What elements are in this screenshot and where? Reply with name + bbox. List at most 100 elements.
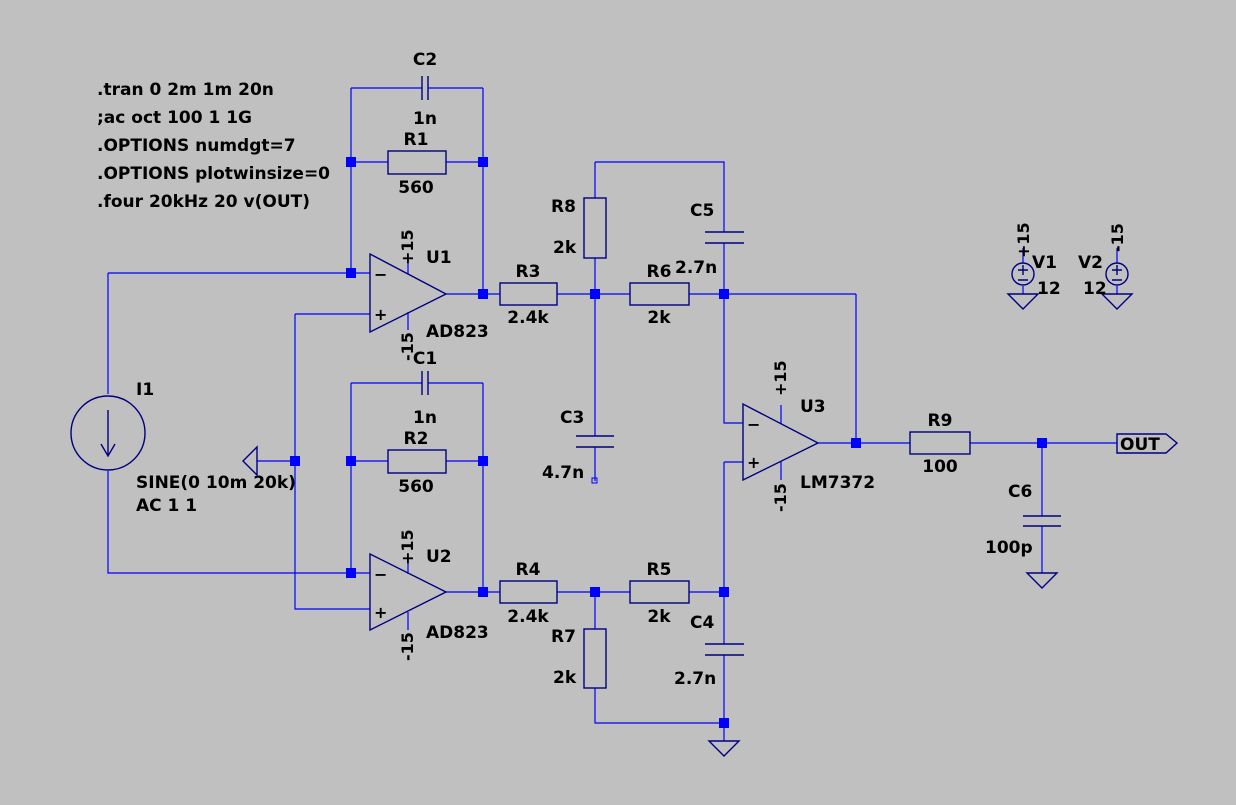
resistor-r1[interactable]: R1 560 bbox=[387, 130, 447, 198]
opamp-u2-symbol bbox=[369, 552, 448, 632]
junction bbox=[478, 289, 488, 299]
u2-model: AD823 bbox=[426, 623, 489, 643]
u3-name: U3 bbox=[800, 397, 826, 417]
u2-plus-pin: + bbox=[374, 603, 387, 622]
resistor-r5[interactable]: R5 2k bbox=[629, 560, 690, 627]
u1-minus-pin: − bbox=[374, 265, 387, 284]
ground-icon bbox=[242, 445, 258, 477]
resistor-r4-symbol bbox=[499, 580, 558, 604]
capacitor-c3[interactable]: C3 4.7n bbox=[542, 408, 614, 484]
r6-value: 2k bbox=[647, 308, 671, 328]
c3-value: 4.7n bbox=[542, 463, 584, 483]
junction bbox=[290, 456, 300, 466]
i1-value-sine: SINE(0 10m 20k) bbox=[136, 473, 296, 493]
c2-value: 1n bbox=[413, 109, 437, 129]
directive-tran[interactable]: .tran 0 2m 1m 20n bbox=[97, 80, 274, 100]
capacitor-c6[interactable]: C6 100p bbox=[985, 482, 1061, 558]
directive-four[interactable]: .four 20kHz 20 v(OUT) bbox=[97, 192, 310, 212]
wire-u3-minus[interactable] bbox=[723, 294, 743, 424]
r5-value: 2k bbox=[647, 607, 671, 627]
v2-value: 12 bbox=[1083, 279, 1107, 299]
wire-u3-plus-c4[interactable] bbox=[723, 461, 743, 741]
junction bbox=[346, 157, 356, 167]
grounds bbox=[242, 293, 1134, 757]
v1-name: V1 bbox=[1032, 253, 1057, 273]
resistor-r4[interactable]: R4 2.4k bbox=[499, 560, 558, 627]
resistor-r5-symbol bbox=[629, 580, 690, 604]
spice-directives: .tran 0 2m 1m 20n ;ac oct 100 1 1G .OPTI… bbox=[97, 80, 330, 212]
v2-name: V2 bbox=[1078, 253, 1103, 273]
resistor-r7[interactable]: R7 2k bbox=[551, 627, 607, 689]
resistor-r6[interactable]: R6 2k bbox=[629, 262, 690, 328]
c2-name: C2 bbox=[413, 50, 437, 70]
resistor-r8[interactable]: R8 2k bbox=[551, 197, 607, 259]
junction bbox=[346, 456, 356, 466]
capacitor-c4[interactable]: C4 2.7n bbox=[674, 613, 744, 689]
junction bbox=[590, 289, 600, 299]
r8-value: 2k bbox=[553, 238, 577, 258]
r6-name: R6 bbox=[647, 262, 672, 282]
c1-name: C1 bbox=[413, 349, 437, 369]
directive-options-numdgt[interactable]: .OPTIONS numdgt=7 bbox=[97, 136, 296, 156]
capacitor-c6-symbol bbox=[1023, 515, 1061, 527]
capacitor-c1[interactable]: C1 1n bbox=[413, 349, 437, 428]
voltage-source-v2[interactable]: -15 V2 12 bbox=[1078, 223, 1129, 299]
opamp-u3[interactable]: − + +15 -15 U3 LM7372 bbox=[742, 360, 875, 512]
r3-value: 2.4k bbox=[507, 308, 549, 328]
u1-vpos: +15 bbox=[398, 229, 417, 265]
net-label-out[interactable]: OUT bbox=[1116, 433, 1179, 455]
capacitor-c5-symbol bbox=[705, 231, 744, 244]
junction bbox=[346, 268, 356, 278]
junction bbox=[1037, 438, 1047, 448]
r2-name: R2 bbox=[404, 429, 429, 449]
u2-vneg: -15 bbox=[398, 632, 417, 661]
u1-name: U1 bbox=[426, 248, 452, 268]
junction bbox=[478, 456, 488, 466]
current-source-i1[interactable]: I1 SINE(0 10m 20k) AC 1 1 bbox=[70, 380, 296, 516]
junction bbox=[478, 157, 488, 167]
v1-net: +15 bbox=[1014, 222, 1033, 258]
voltage-source-v1[interactable]: +15 V1 12 bbox=[1011, 222, 1061, 299]
u2-minus-pin: − bbox=[374, 565, 387, 584]
u3-vneg: -15 bbox=[771, 483, 790, 512]
resistor-r9[interactable]: R9 100 bbox=[909, 411, 971, 477]
junction bbox=[851, 438, 861, 448]
wire-i1-top[interactable] bbox=[107, 272, 351, 394]
wire-r8-c5[interactable] bbox=[595, 161, 725, 294]
c6-value: 100p bbox=[985, 538, 1033, 558]
junction bbox=[719, 587, 729, 597]
capacitor-c4-symbol bbox=[705, 643, 744, 656]
junction bbox=[346, 568, 356, 578]
polarity-icon bbox=[1112, 265, 1122, 281]
v1-value: 12 bbox=[1037, 279, 1061, 299]
capacitor-c5[interactable]: C5 2.7n bbox=[675, 201, 744, 278]
wire-i1-bottom[interactable] bbox=[107, 471, 351, 574]
u2-name: U2 bbox=[426, 547, 452, 567]
c6-name: C6 bbox=[1008, 482, 1032, 502]
u3-minus-pin: − bbox=[747, 415, 760, 434]
u3-vpos: +15 bbox=[771, 360, 790, 396]
c3-name: C3 bbox=[560, 408, 584, 428]
resistor-r2[interactable]: R2 560 bbox=[387, 429, 447, 497]
r4-value: 2.4k bbox=[507, 607, 549, 627]
out-label: OUT bbox=[1120, 435, 1160, 455]
capacitor-c2-symbol bbox=[421, 76, 429, 100]
wire-plus-inputs[interactable] bbox=[294, 313, 370, 610]
resistor-r8-symbol bbox=[583, 197, 607, 259]
resistor-r3[interactable]: R3 2.4k bbox=[499, 262, 558, 328]
directive-options-plotwinsize[interactable]: .OPTIONS plotwinsize=0 bbox=[97, 164, 330, 184]
resistor-r7-symbol bbox=[583, 628, 607, 689]
resistor-r2-symbol bbox=[387, 449, 447, 474]
capacitor-c3-symbol bbox=[576, 435, 614, 448]
u1-plus-pin: + bbox=[374, 305, 387, 324]
opamp-u2[interactable]: − + +15 -15 U2 AD823 bbox=[369, 529, 489, 661]
opamp-u1[interactable]: − + +15 -15 U1 AD823 bbox=[369, 229, 489, 361]
resistor-r3-symbol bbox=[499, 282, 558, 306]
directive-ac[interactable]: ;ac oct 100 1 1G bbox=[97, 108, 252, 128]
wire-r7[interactable] bbox=[594, 592, 724, 724]
junction bbox=[478, 587, 488, 597]
r2-value: 560 bbox=[398, 477, 434, 497]
resistor-r1-symbol bbox=[387, 150, 447, 175]
capacitor-c2[interactable]: C2 1n bbox=[413, 50, 437, 129]
